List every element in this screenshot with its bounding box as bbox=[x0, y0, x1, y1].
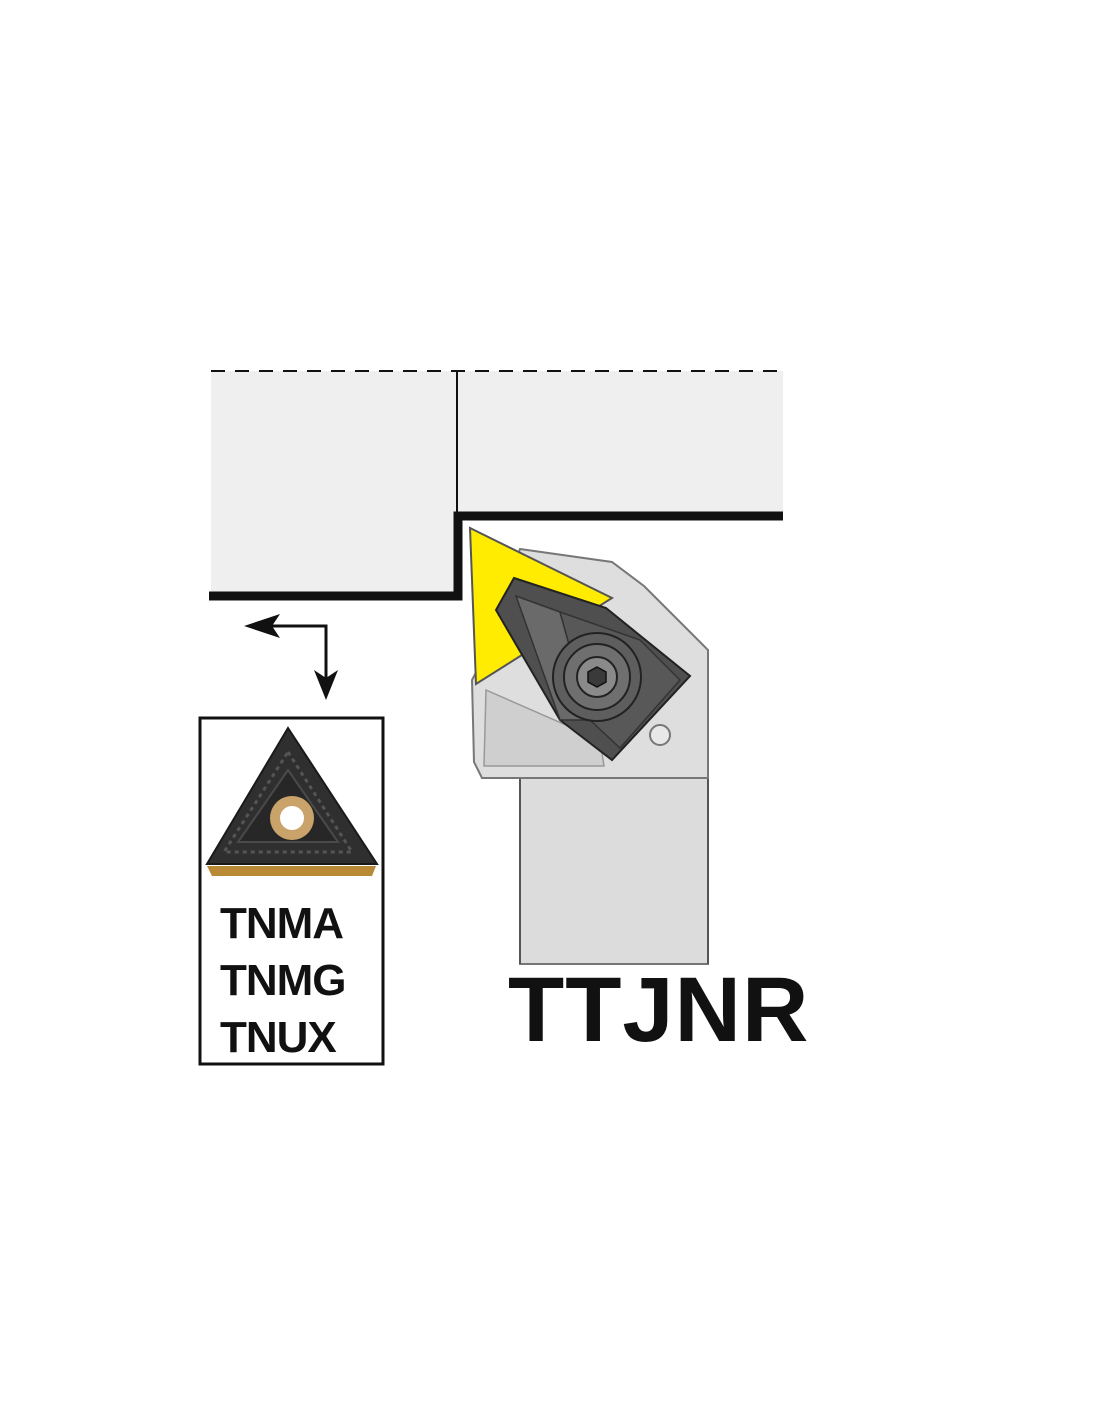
feed-direction-arrows-icon bbox=[244, 614, 338, 700]
workpiece bbox=[209, 370, 783, 601]
insert-code-item: TNMG bbox=[220, 956, 347, 1005]
holder-pin bbox=[649, 724, 671, 746]
hex-screw-icon bbox=[552, 632, 642, 722]
workpiece-machined-profile bbox=[209, 511, 783, 601]
insert-clamp bbox=[494, 576, 692, 762]
insert-code-item: TNUX bbox=[220, 1013, 337, 1062]
triangular-insert-icon bbox=[205, 726, 379, 876]
holder-code-label: TTJNR bbox=[508, 959, 810, 1061]
insert-code-item: TNMA bbox=[220, 899, 344, 948]
holder-shank bbox=[519, 777, 709, 965]
insert-code-list: TNMA TNMG TNUX bbox=[220, 895, 380, 1066]
